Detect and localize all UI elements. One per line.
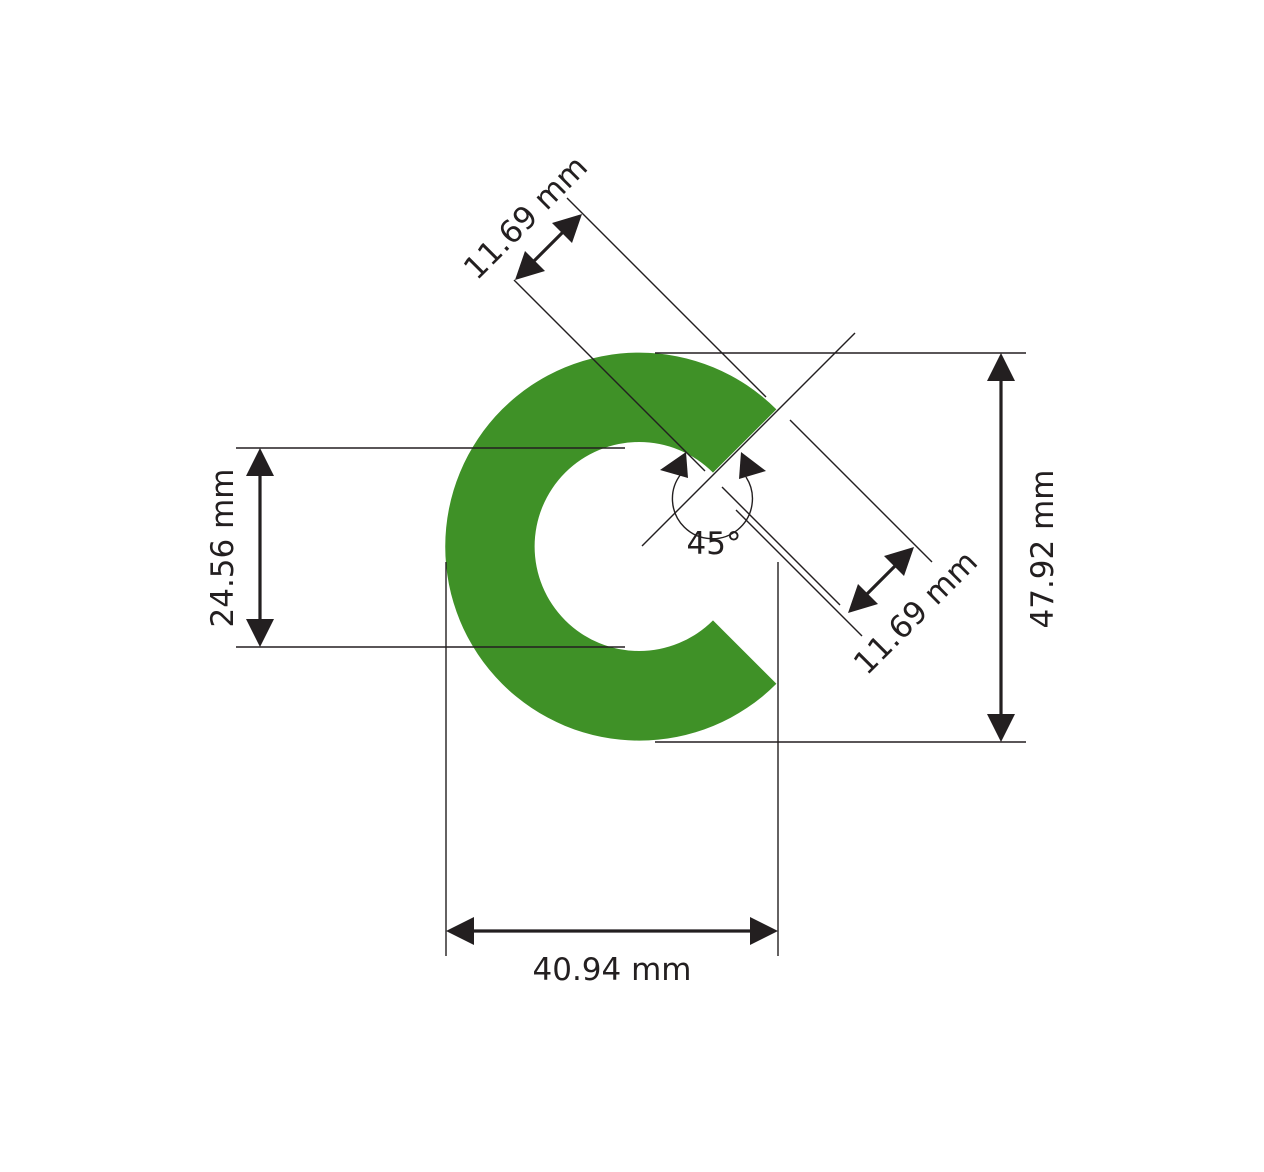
cut-line-upper-extended: [641, 332, 856, 547]
overall-width-dimension: 40.94 mm: [445, 562, 779, 988]
c-ring-part: [445, 352, 777, 741]
arrowhead-up: [987, 353, 1015, 381]
arrowhead-right: [739, 452, 766, 479]
opening-construction-lines: [641, 332, 856, 606]
arrowhead-inner: [515, 251, 545, 280]
arrowhead-outer: [884, 547, 914, 576]
dimension-line: [862, 561, 900, 599]
angle-arc: [671, 473, 754, 540]
cut-line-lower: [721, 486, 841, 606]
arrowhead-inner: [848, 584, 878, 613]
arrowhead-right: [750, 917, 778, 945]
ring-width-bottom-dimension: 11.69 mm: [735, 419, 985, 682]
extension-line-outer: [789, 419, 933, 563]
arrowhead-up: [246, 448, 274, 476]
outer-diameter-dimension: 47.92 mm: [655, 352, 1061, 743]
inner-diameter-label: 24.56 mm: [205, 469, 241, 628]
ring-width-bottom-label: 11.69 mm: [847, 544, 985, 682]
opening-angle-dimension: 45°: [660, 452, 766, 562]
arrowhead-left: [446, 917, 474, 945]
opening-angle-label: 45°: [687, 526, 742, 562]
extension-line-outer: [566, 197, 767, 398]
arrowhead-down: [987, 714, 1015, 742]
outer-diameter-label: 47.92 mm: [1025, 470, 1061, 629]
extension-line-inner: [513, 279, 706, 472]
dimension-line: [529, 227, 568, 266]
arrowhead-down: [246, 619, 274, 647]
overall-width-label: 40.94 mm: [533, 952, 692, 988]
arrowhead-outer: [552, 214, 582, 243]
inner-diameter-dimension: 24.56 mm: [205, 447, 625, 648]
extension-line-inner: [735, 509, 863, 637]
arrowhead-left: [660, 452, 688, 478]
